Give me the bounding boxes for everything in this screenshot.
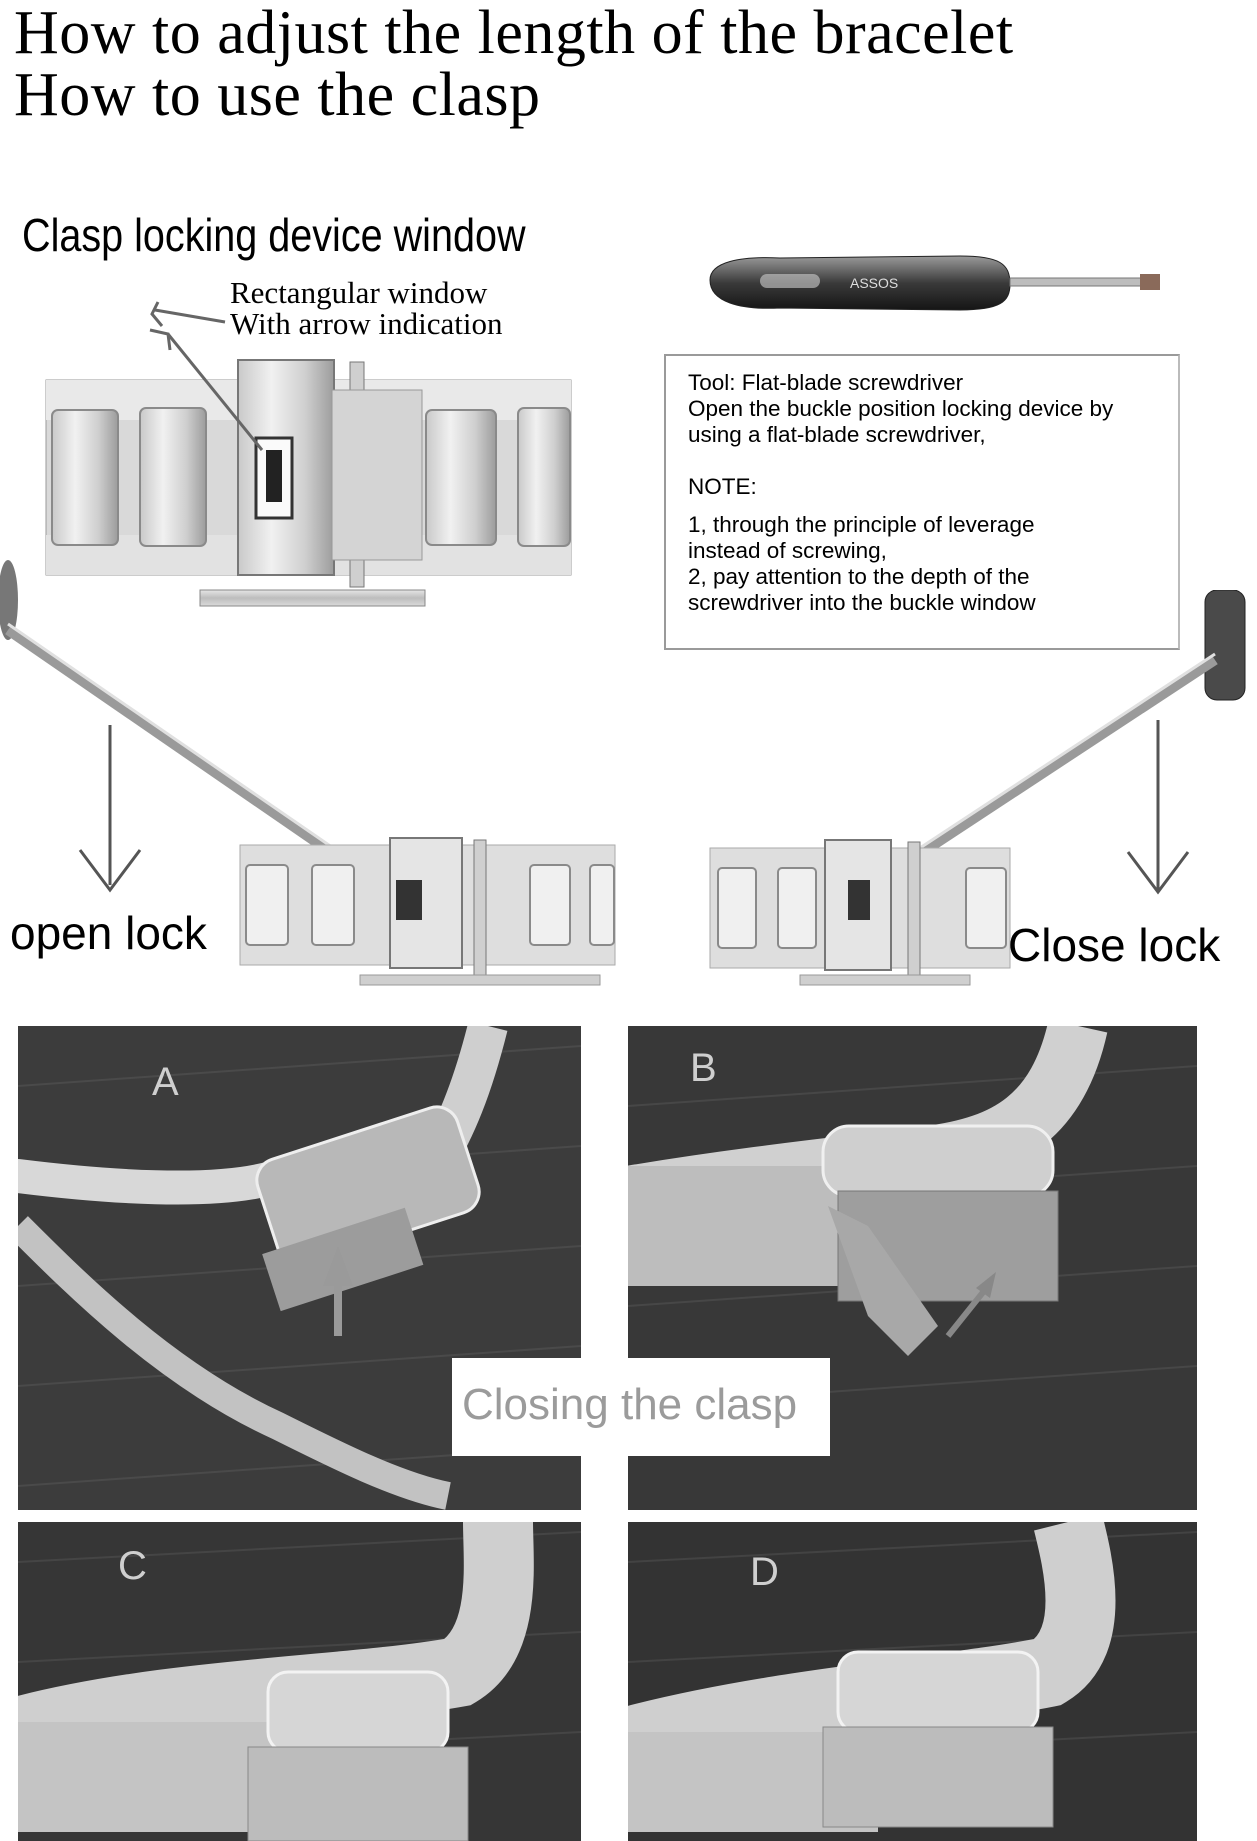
open-lock-illustration [0, 560, 616, 986]
note-open-line-2: using a flat-blade screwdriver, [688, 422, 986, 447]
note-tool: Tool: Flat-blade screwdriver [688, 370, 964, 395]
note-label: NOTE: [688, 474, 757, 499]
tool-note-box: Tool: Flat-blade screwdriver Open the bu… [664, 354, 1180, 650]
photo-c-letter: C [118, 1544, 147, 1588]
note-point1-line-1: 1, through the principle of leverage [688, 512, 1035, 537]
note-point2-line-2: screwdriver into the buckle window [688, 590, 1036, 615]
bracelet-window-illustration [45, 301, 572, 607]
screwdriver-image: ASSOS [709, 255, 1160, 311]
note-open-line-1: Open the buckle position locking device … [688, 396, 1114, 421]
note-point2-line-1: 2, pay attention to the depth of the [688, 564, 1030, 589]
photo-d-letter: D [750, 1550, 779, 1594]
page-title-line-2: How to use the clasp [14, 61, 541, 129]
photo-c: C [18, 1522, 581, 1841]
closing-caption: Closing the clasp [462, 1380, 798, 1429]
closing-caption-box: Closing the clasp [452, 1358, 830, 1456]
note-point1-line-2: instead of screwing, [688, 538, 887, 563]
photo-b-letter: B [690, 1046, 717, 1090]
callout-line-2: With arrow indication [230, 306, 503, 341]
close-lock-label: Close lock [1008, 919, 1221, 971]
clasp-heading: Clasp locking device window [22, 209, 526, 261]
callout-line-1: Rectangular window [230, 275, 488, 310]
open-lock-label: open lock [10, 907, 207, 959]
photo-a-letter: A [152, 1060, 179, 1104]
photo-d: D [628, 1522, 1197, 1841]
page-title-line-1: How to adjust the length of the bracelet [14, 0, 1014, 67]
callout-text: Rectangular window With arrow indication [230, 277, 503, 339]
screwdriver-brand: ASSOS [850, 275, 898, 291]
close-lock-illustration [709, 590, 1246, 986]
